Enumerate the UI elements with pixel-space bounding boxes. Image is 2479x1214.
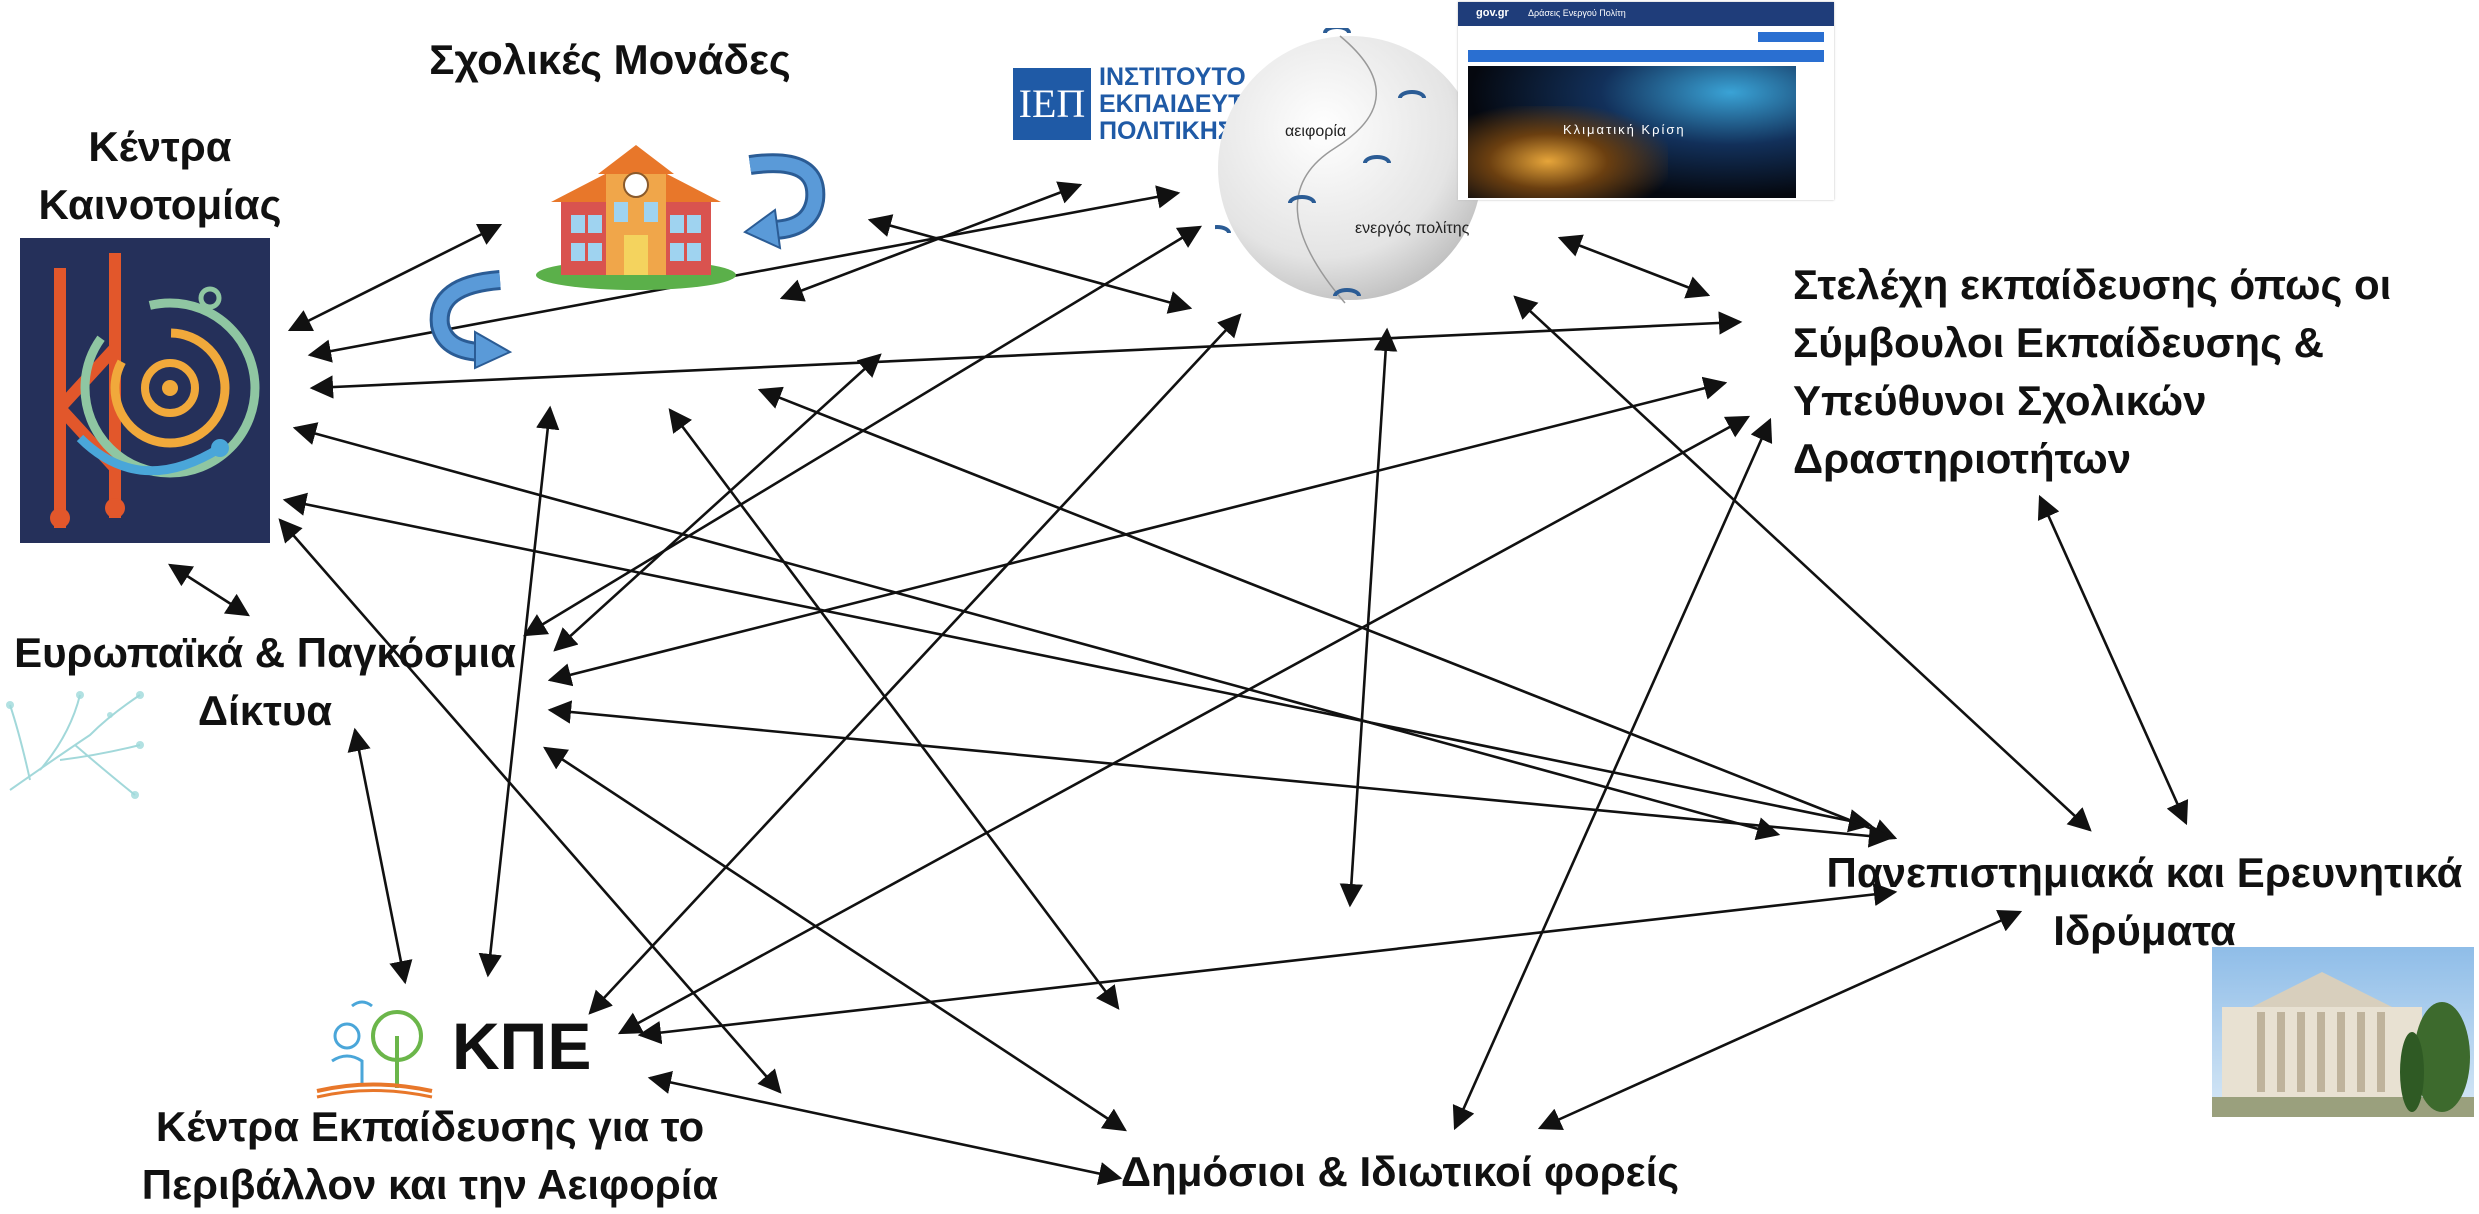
public-private-label: Δημόσιοι & Ιδιωτικοί φορείς — [1120, 1148, 1680, 1195]
sphere-word-sustainability: αειφορία — [1285, 123, 1347, 140]
education-officers-line3: Υπεύθυνοι Σχολικών — [1793, 377, 2207, 424]
kpe-tree-icon — [316, 1000, 433, 1099]
portal-nav-bar — [1468, 50, 1824, 62]
innovation-centers-logo-icon — [20, 238, 270, 543]
sphere-word-active-citizen: ενεργός πολίτης — [1355, 220, 1470, 237]
sustainability-sphere: αειφορία ενεργός πολίτης — [1203, 25, 1485, 308]
school-building-icon — [536, 145, 736, 290]
kpe-label-line2: Περιβάλλον και την Αειφορία — [141, 1161, 719, 1208]
portal-brand: gov.gr — [1476, 7, 1509, 19]
connection-arrow-26 — [1513, 295, 2092, 832]
connection-arrow-23 — [1339, 327, 1398, 908]
connection-arrow-7 — [168, 563, 250, 617]
kpe-label: Κέντρα Εκπαίδευσης για το Περιβάλλον και… — [120, 1098, 740, 1214]
education-officers-line4: Δραστηριοτήτων — [1793, 435, 2132, 482]
schools-label: Σχολικές Μονάδες — [429, 36, 791, 83]
connection-arrow-17 — [588, 313, 1242, 1015]
universities-label-line2: Ιδρύματα — [2053, 907, 2236, 954]
networks-label-line1: Ευρωπαϊκά & Παγκόσμια — [14, 629, 516, 676]
connection-arrow-27 — [1557, 234, 1711, 299]
iep-name-line1: ΙΝΣΤΙΤΟΥΤΟ — [1099, 63, 1246, 91]
connection-arrow-11 — [757, 386, 1898, 842]
innovation-centers-label: Κέντρα Καινοτομίας — [0, 118, 320, 234]
education-officers-line1: Στελέχη εκπαίδευσης όπως οι — [1793, 261, 2392, 308]
education-officers-line2: Σύμβουλοι Εκπαίδευσης & — [1793, 319, 2324, 366]
connection-arrow-24 — [1452, 417, 1773, 1131]
connection-arrow-8 — [347, 727, 413, 985]
connection-arrow-19 — [637, 882, 1898, 1045]
cycle-arrow-icon-2 — [429, 270, 513, 370]
connection-arrow-15 — [547, 700, 1893, 848]
portal-header: gov.gr Δράσεις Ενεργού Πολίτη — [1458, 2, 1834, 26]
networks-label-line2: Δίκτυα — [197, 687, 333, 734]
cycle-arrow-icon — [743, 153, 826, 250]
network-tree-icon — [6, 691, 144, 799]
connection-arrow-10 — [668, 408, 1120, 1010]
connection-arrow-12 — [553, 353, 882, 652]
portal-banner-image: Κλιματική Κρίση — [1468, 66, 1796, 198]
portal-login-button[interactable] — [1758, 32, 1824, 42]
kpe-label-line1: Κέντρα Εκπαίδευσης για το — [155, 1103, 705, 1150]
education-officers-label: Στελέχη εκπαίδευσης όπως οι Σύμβουλοι Εκ… — [1793, 256, 2391, 488]
kpe-logo: ΚΠΕ — [312, 996, 602, 1100]
iep-badge: ΙΕΠ — [1013, 68, 1091, 140]
iep-name-line3: ΠΟΛΙΤΙΚΗΣ — [1099, 117, 1233, 145]
connection-arrow-20 — [647, 1070, 1123, 1186]
kpe-logo-text: ΚΠΕ — [452, 1009, 592, 1083]
university-building-photo — [2212, 947, 2474, 1117]
innovation-centers-label-line2: Καινοτομίας — [38, 181, 282, 228]
innovation-centers-label-line1: Κέντρα — [88, 123, 232, 170]
sphere-icon — [1203, 25, 1482, 304]
connection-arrow-18 — [617, 415, 1751, 1035]
portal-banner-title: Κλιματική Κρίση — [1563, 122, 1686, 137]
connection-arrow-28 — [2037, 494, 2189, 826]
portal-title: Δράσεις Ενεργού Πολίτη — [1528, 8, 1626, 18]
networks-label: Ευρωπαϊκά & Παγκόσμια Δίκτυα — [0, 624, 530, 740]
iep-logo: ΙΕΠ ΙΝΣΤΙΤΟΥΤΟ ΕΚΠΑΙΔΕΥΤΙΚΗΣ ΠΟΛΙΤΙΚΗΣ — [1013, 64, 1303, 146]
universities-label: Πανεπιστημιακά και Ερευνητικά Ιδρύματα — [1810, 844, 2479, 960]
connection-arrow-22 — [867, 214, 1193, 314]
active-citizen-portal-thumbnail: gov.gr Δράσεις Ενεργού Πολίτη Κλιματική … — [1458, 2, 1834, 200]
connection-arrow-25 — [1537, 909, 2023, 1131]
connection-arrow-14 — [547, 376, 1728, 687]
universities-label-line1: Πανεπιστημιακά και Ερευνητικά — [1826, 849, 2463, 896]
